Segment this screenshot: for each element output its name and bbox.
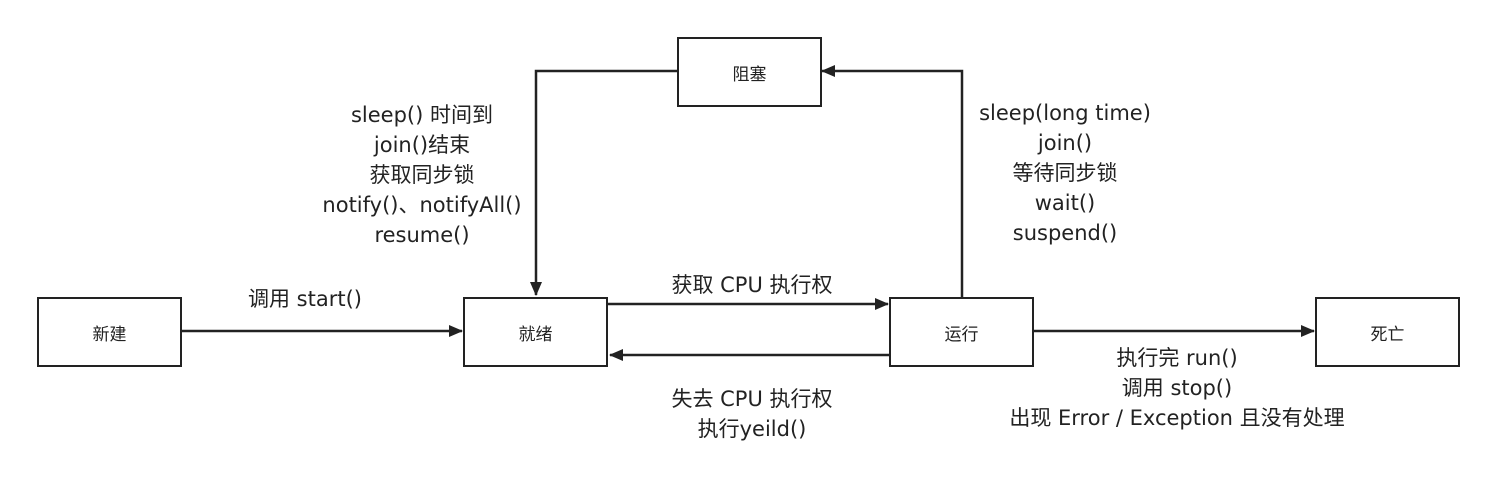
label-running-to-dead: 执行完 run() 调用 stop() 出现 Error / Exception… [957, 343, 1397, 433]
label-line: 获取 CPU 执行权 [671, 273, 833, 297]
label-line: 执行完 run() [1116, 346, 1238, 370]
label-line: wait() [1034, 191, 1096, 215]
arrow-running-to-blocked [821, 65, 964, 297]
label-line: 获取同步锁 [369, 163, 475, 187]
label-line: 出现 Error / Exception 且没有处理 [1009, 406, 1345, 430]
label-line: 等待同步锁 [1012, 161, 1118, 185]
state-running: 运行 [889, 297, 1034, 367]
state-ready: 就绪 [463, 297, 608, 367]
label-ready-to-running: 获取 CPU 执行权 [622, 270, 882, 300]
state-new: 新建 [37, 297, 182, 367]
label-line: 调用 stop() [1121, 376, 1233, 400]
label-running-to-blocked: sleep(long time) join() 等待同步锁 wait() sus… [955, 98, 1175, 248]
label-line: suspend() [1012, 221, 1118, 245]
label-line: sleep(long time) [979, 101, 1151, 125]
label-line: notify()、notifyAll() [322, 193, 522, 217]
label-line: 失去 CPU 执行权 [671, 387, 833, 411]
label-line: join()结束 [373, 133, 471, 157]
label-line: sleep() 时间到 [350, 103, 493, 127]
label-blocked-to-ready: sleep() 时间到 join()结束 获取同步锁 notify()、noti… [297, 100, 547, 250]
label-line: 调用 start() [248, 287, 362, 311]
state-blocked: 阻塞 [677, 37, 822, 107]
label-line: join() [1037, 131, 1093, 155]
label-new-to-ready: 调用 start() [205, 284, 405, 314]
arrow-blocked-to-ready [530, 69, 677, 296]
state-dead: 死亡 [1315, 297, 1460, 367]
label-line: 执行yeild() [697, 417, 807, 441]
label-line: resume() [374, 223, 470, 247]
label-running-to-ready: 失去 CPU 执行权 执行yeild() [622, 384, 882, 444]
